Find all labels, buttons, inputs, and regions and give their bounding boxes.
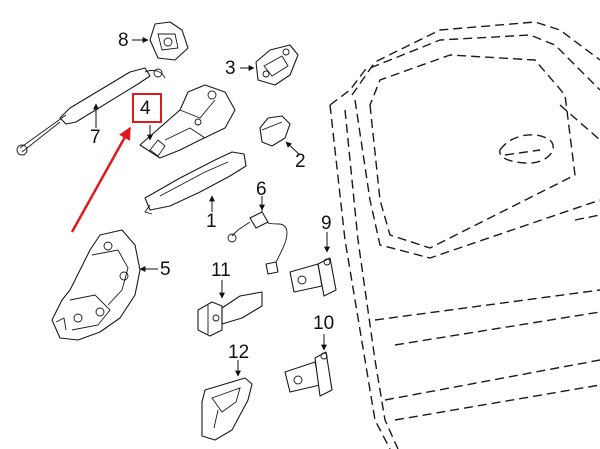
part-6-wire-harness (227, 196, 288, 275)
callout-4-highlight-box (132, 93, 162, 123)
part-7-cable (16, 67, 166, 156)
callout-9: 9 (321, 213, 332, 234)
callout-12: 12 (228, 342, 250, 363)
part-4-handle-carrier (139, 84, 236, 159)
callout-1: 1 (206, 211, 217, 232)
callout-6: 6 (256, 179, 267, 200)
part-5-door-latch (51, 229, 158, 341)
part-12-bracket (201, 360, 253, 441)
callout-2: 2 (295, 151, 306, 172)
callout-3: 3 (225, 58, 236, 79)
rear-door-outline (329, 21, 600, 449)
part-1-outside-handle (144, 151, 247, 215)
callout-11: 11 (211, 260, 231, 281)
callout-10: 10 (313, 313, 335, 334)
part-8-bracket (132, 21, 189, 61)
callout-4: 4 (140, 98, 151, 119)
part-10-lower-hinge (284, 334, 333, 397)
highlight-arrow (70, 126, 132, 233)
part-2-handle-cap (259, 115, 301, 156)
part-9-upper-hinge (289, 232, 337, 297)
callout-8: 8 (118, 30, 129, 51)
part-3-bracket (240, 44, 299, 86)
callout-5: 5 (160, 259, 171, 280)
callout-7: 7 (90, 127, 101, 148)
part-11-door-check (197, 280, 263, 337)
